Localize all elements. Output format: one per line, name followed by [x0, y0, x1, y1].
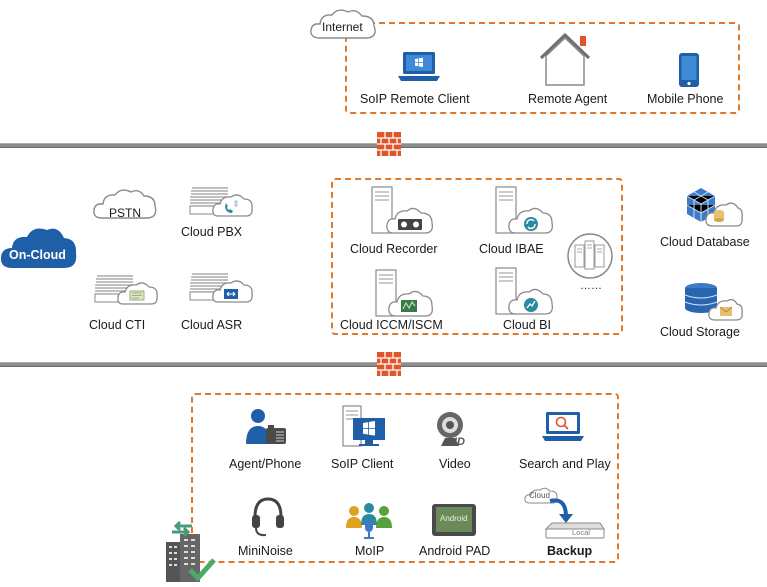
- more-services-label: ……: [580, 280, 602, 292]
- remote-agent-label: Remote Agent: [528, 92, 608, 106]
- cloud-storage-icon: [684, 283, 743, 321]
- cloud-pbx-label: Cloud PBX: [181, 225, 243, 239]
- moip-people-icon: [346, 503, 392, 539]
- agent-phone-label: Agent/Phone: [229, 457, 302, 471]
- internet-zone: [345, 22, 740, 114]
- internet-label: Internet: [322, 20, 363, 34]
- cloud-database-icon: [686, 188, 743, 227]
- soip-client-label: SoIP Client: [331, 457, 394, 471]
- on-cloud-label: On-Cloud: [9, 248, 66, 262]
- cloud-database-label: Cloud Database: [660, 235, 750, 249]
- internet-cloud-icon: [310, 9, 376, 39]
- cloud-asr-label: Cloud ASR: [181, 318, 243, 332]
- cloud-iccm-label: Cloud ICCM/ISCM: [340, 318, 443, 332]
- backup-icon: [524, 487, 605, 539]
- backup-cloud-tag: Cloud: [529, 491, 550, 500]
- soip-client-icon: [342, 405, 385, 447]
- cloud-cti-icon: [94, 275, 158, 305]
- cloud-recorder-icon: [371, 186, 433, 234]
- local-zone: [191, 393, 619, 563]
- video-label: Video: [439, 457, 471, 471]
- search-play-laptop-icon: [542, 412, 584, 441]
- soip-remote-client-label: SoIP Remote Client: [360, 92, 470, 106]
- mobile-phone-label: Mobile Phone: [647, 92, 724, 106]
- pstn-label: PSTN: [109, 206, 142, 220]
- laptop-icon: [398, 52, 440, 81]
- cloud-bi-label: Cloud BI: [503, 318, 551, 332]
- server-cluster-icon: [567, 233, 613, 279]
- cloud-pbx-icon: [189, 187, 253, 217]
- firewall-icon: [377, 132, 401, 156]
- moip-label: MoIP: [355, 544, 385, 558]
- house-icon: [539, 32, 591, 86]
- pstn-cloud-icon: [93, 189, 157, 219]
- cloud-ibae-icon: [495, 186, 553, 234]
- cloud-iccm-icon: [375, 269, 433, 317]
- agent-phone-icon: [246, 409, 286, 444]
- cloud-storage-label: Cloud Storage: [660, 325, 740, 339]
- android-pad-icon: [432, 504, 476, 536]
- backup-label: Backup: [547, 544, 593, 558]
- cloud-ibae-label: Cloud IBAE: [479, 242, 544, 256]
- cloud-recorder-label: Cloud Recorder: [350, 242, 438, 256]
- android-screen-text: Android: [440, 514, 468, 523]
- building-sync-icon: [166, 520, 216, 582]
- headset-icon: [252, 497, 284, 537]
- android-pad-label: Android PAD: [419, 544, 491, 558]
- webcam-icon: [437, 412, 463, 446]
- mobile-phone-icon: [679, 53, 699, 87]
- cloud-services-zone: [331, 178, 623, 335]
- mininoise-label: MiniNoise: [238, 544, 293, 558]
- search-play-label: Search and Play: [519, 457, 611, 471]
- hd-badge: HD: [449, 436, 465, 448]
- on-cloud-badge-icon: [0, 228, 77, 268]
- cloud-cti-label: Cloud CTI: [89, 318, 146, 332]
- backup-local-tag: Local: [572, 528, 590, 537]
- cloud-bi-icon: [495, 267, 553, 315]
- cloud-asr-icon: [189, 273, 253, 303]
- firewall-icon: [377, 352, 401, 376]
